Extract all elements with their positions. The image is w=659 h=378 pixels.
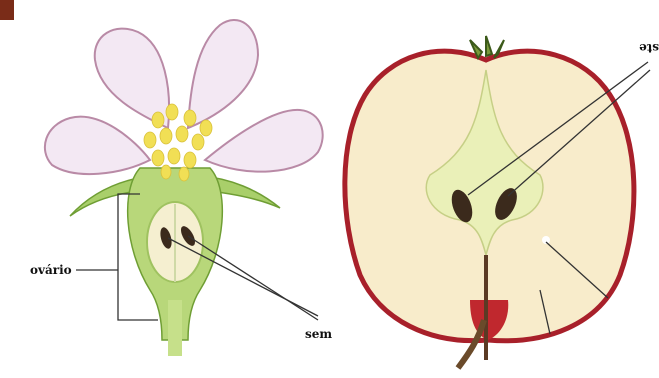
corner-artifact (0, 0, 14, 20)
petal-right (205, 110, 323, 172)
ovary-label: ovário (30, 263, 72, 277)
seed-label: sem (305, 327, 332, 341)
flower-section: ovário sem (0, 0, 332, 356)
stalk-highlight (168, 300, 182, 356)
petal-top-right (188, 20, 258, 128)
petal-left (45, 117, 150, 174)
apple-top-label: ste (639, 41, 659, 55)
apple-section: ste (345, 36, 659, 368)
